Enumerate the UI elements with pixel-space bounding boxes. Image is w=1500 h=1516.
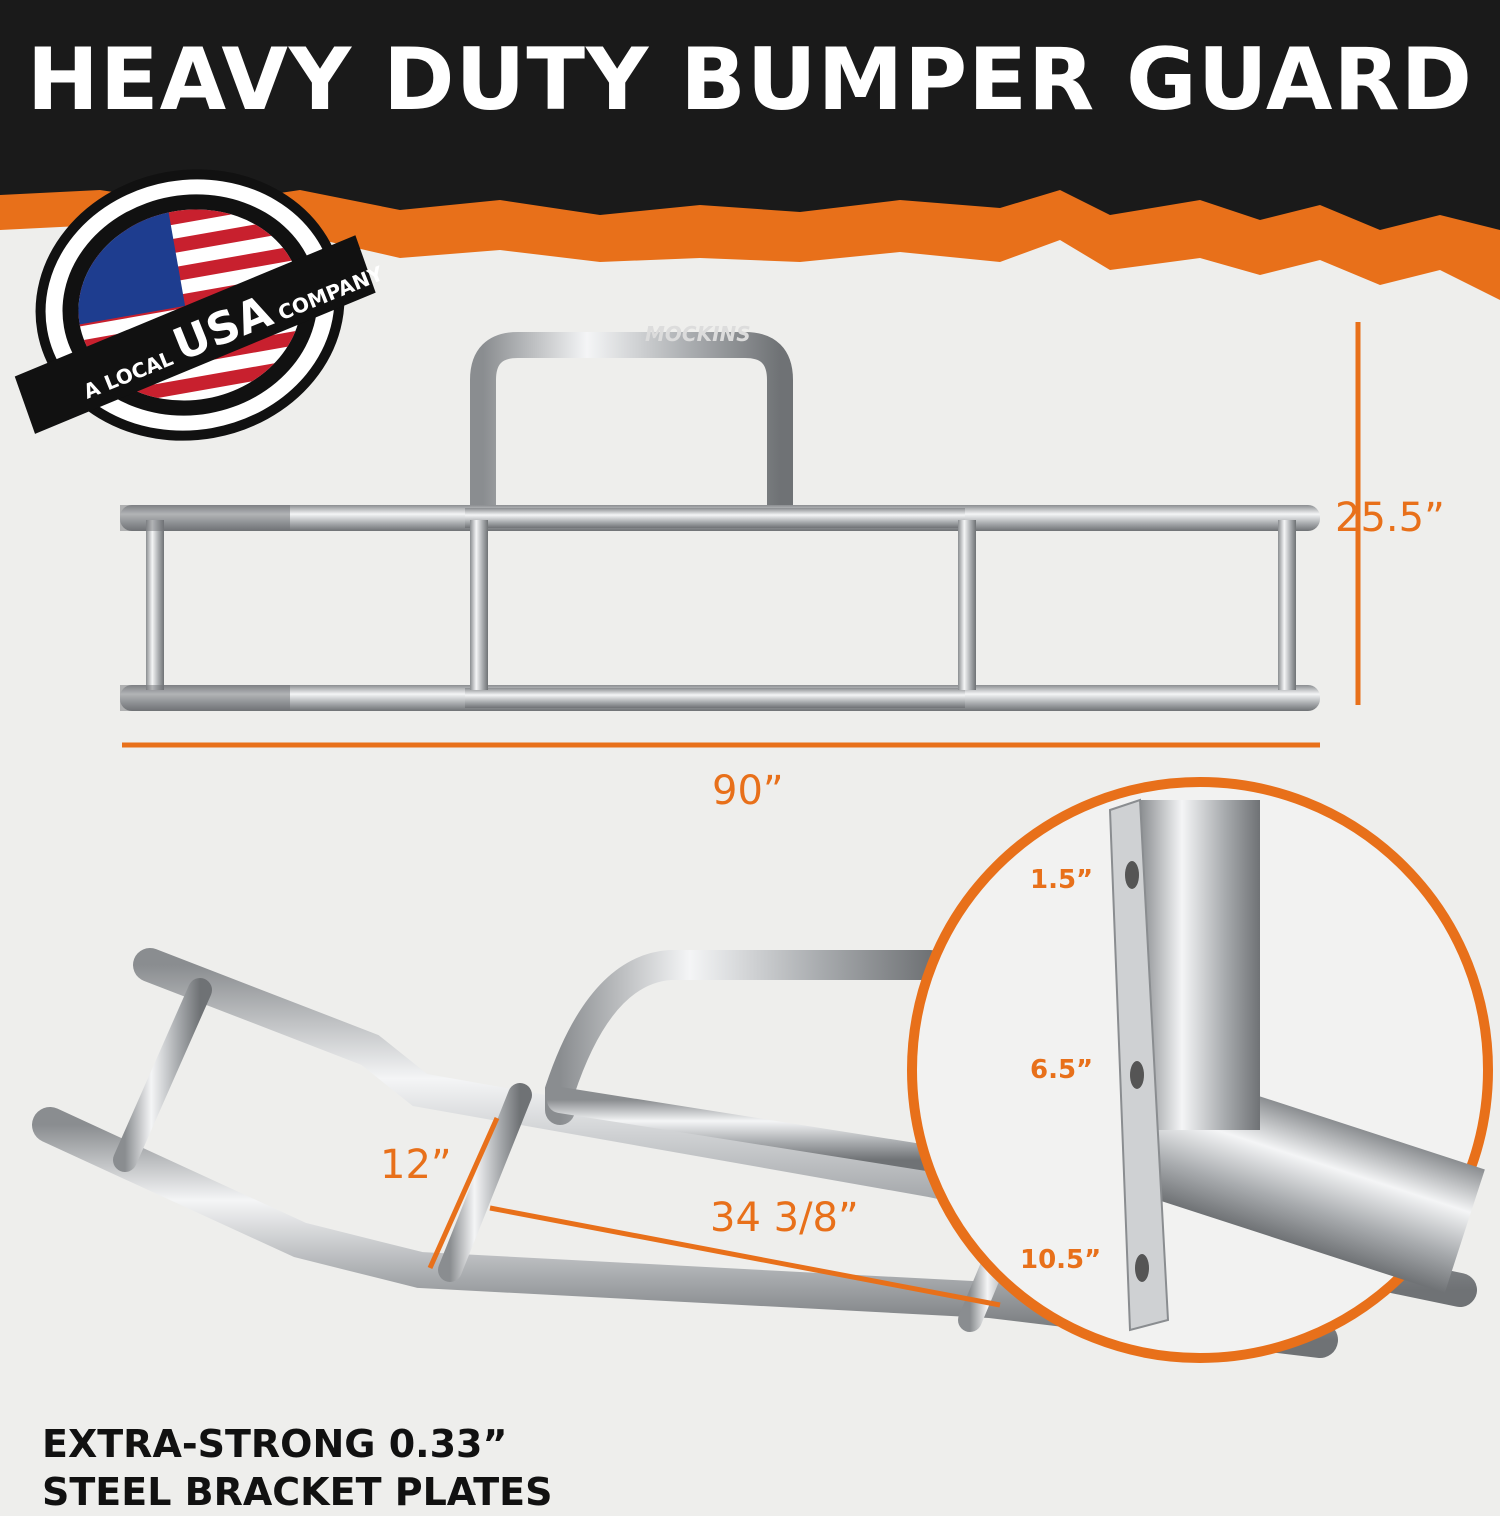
page-title: HEAVY DUTY BUMPER GUARD [26, 30, 1474, 130]
bracket-detail-magnifier [907, 777, 1493, 1363]
height-label: 25.5” [1335, 495, 1445, 541]
bracket-label-2: 6.5” [1030, 1055, 1094, 1085]
feature-caption-line1: EXTRA-STRONG 0.33” [42, 1422, 508, 1466]
header-background [0, 0, 1500, 230]
depth-dimension-line [427, 1116, 500, 1270]
front-view-guard [120, 332, 1320, 711]
width-label: 90” [712, 768, 784, 814]
feature-caption-line2: STEEL BRACKET PLATES [42, 1470, 553, 1514]
feature-caption: EXTRA-STRONG 0.33” STEEL BRACKET PLATES [42, 1420, 553, 1516]
bracket-label-3: 10.5” [1020, 1245, 1102, 1275]
depth-label: 12” [380, 1142, 452, 1188]
span-dimension-line [489, 1205, 1001, 1308]
bracket-label-1: 1.5” [1030, 865, 1094, 895]
span-label: 34 3/8” [710, 1195, 859, 1241]
brand-logo: MOCKINS [645, 322, 751, 346]
usa-badge [14, 169, 376, 441]
